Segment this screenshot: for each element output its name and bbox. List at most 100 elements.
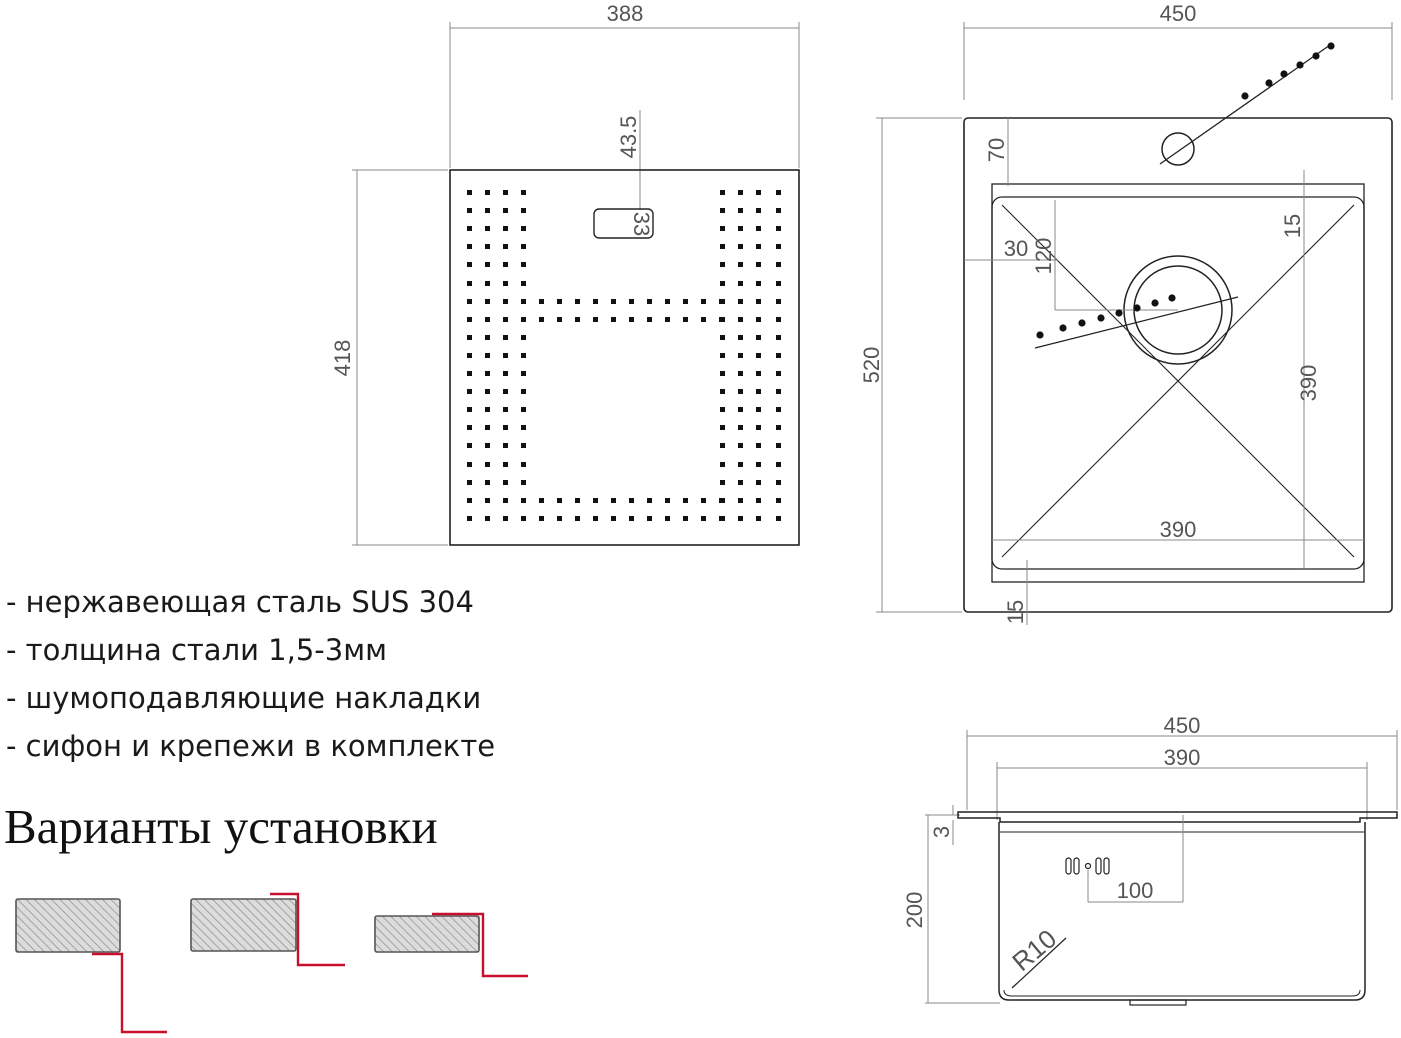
rack-hole — [485, 407, 490, 412]
rack-hole — [503, 425, 508, 430]
rack-hole — [521, 443, 526, 448]
rack-hole — [593, 498, 598, 503]
sink-section-view — [925, 730, 1398, 1006]
rack-hole — [503, 281, 508, 286]
rack-hole — [521, 353, 526, 358]
rack-hole — [738, 317, 743, 322]
rack-hole — [521, 480, 526, 485]
rack-hole — [503, 480, 508, 485]
rack-hole — [776, 299, 781, 304]
rack-hole — [467, 353, 472, 358]
rack-hole — [503, 299, 508, 304]
marker-dot — [1036, 331, 1044, 339]
marker-dot — [1059, 324, 1067, 332]
rack-hole — [521, 462, 526, 467]
rack-hole — [467, 226, 472, 231]
tap-hole — [1161, 132, 1195, 166]
rack-hole — [720, 462, 725, 467]
sink-top-view — [876, 22, 1393, 625]
rack-hole — [629, 516, 634, 521]
rack-hole — [719, 516, 724, 521]
rack-hole — [485, 281, 490, 286]
rack-hole — [738, 262, 743, 267]
rack-hole — [756, 407, 761, 412]
rack-hole — [575, 498, 580, 503]
rack-hole — [539, 299, 544, 304]
rack-hole — [738, 371, 743, 376]
rack-hole — [701, 317, 706, 322]
rack-hole — [776, 516, 781, 521]
marker-dot — [1280, 70, 1288, 78]
rack-hole — [467, 281, 472, 286]
rack-hole — [738, 244, 743, 249]
rack-hole — [557, 299, 562, 304]
rack-hole — [720, 425, 725, 430]
marker-dot — [1133, 304, 1141, 312]
rack-hole — [503, 389, 508, 394]
rack-hole — [738, 353, 743, 358]
marker-dot — [1078, 319, 1086, 327]
rack-hole — [485, 299, 490, 304]
rack-perforation — [467, 190, 781, 521]
variant-top-mount — [374, 912, 528, 978]
rack-hole — [683, 317, 688, 322]
sink-width-label: 450 — [1160, 1, 1197, 26]
marker-dot — [1296, 61, 1304, 69]
rack-hole — [467, 262, 472, 267]
rack-hole — [647, 299, 652, 304]
rack-hole — [485, 262, 490, 267]
sink-length-label: 520 — [859, 347, 884, 384]
rack-hole — [485, 335, 490, 340]
rack-hole — [776, 462, 781, 467]
rack-hole — [647, 317, 652, 322]
rack-hole — [521, 317, 526, 322]
rack-hole — [756, 443, 761, 448]
rack-hole — [756, 208, 761, 213]
rack-hole — [776, 480, 781, 485]
marker-dot — [1327, 42, 1335, 50]
rack-hole — [485, 462, 490, 467]
marker-dot — [1168, 294, 1176, 302]
rack-hole — [485, 190, 490, 195]
bowl-width-label: 390 — [1160, 517, 1197, 542]
rack-hole — [521, 262, 526, 267]
corner-radius-label: R10 — [1006, 923, 1062, 977]
rack-hole — [485, 317, 490, 322]
rack-hole — [521, 208, 526, 213]
rack-hole — [776, 335, 781, 340]
installation-title: Варианты установки — [4, 799, 438, 854]
rack-width-label: 388 — [607, 1, 644, 26]
rack-hole — [629, 299, 634, 304]
rim-thickness-label: 3 — [929, 826, 954, 838]
rack-hole — [701, 516, 706, 521]
rack-hole — [521, 244, 526, 249]
rack-hole — [738, 389, 743, 394]
rack-hole — [503, 498, 508, 503]
rack-hole — [557, 516, 562, 521]
rack-hole — [485, 389, 490, 394]
rack-hole — [756, 389, 761, 394]
rack-hole — [467, 462, 472, 467]
rack-hole — [720, 208, 725, 213]
rack-hole — [485, 516, 490, 521]
rack-hole — [467, 190, 472, 195]
variant-undermount — [15, 898, 167, 1034]
rack-hole — [503, 190, 508, 195]
rack-hole — [738, 190, 743, 195]
rack-hole — [738, 335, 743, 340]
tap-leader-line — [1159, 44, 1331, 165]
marker-dot — [1151, 299, 1159, 307]
section-rim-profile — [957, 811, 1398, 823]
rack-hole — [485, 480, 490, 485]
section-outer-width-label: 450 — [1164, 713, 1201, 738]
drain-marker-dots — [1036, 294, 1176, 339]
depth-label: 200 — [902, 892, 927, 929]
rack-hole — [521, 335, 526, 340]
rack-hole — [503, 516, 508, 521]
tap-marker-dots — [1241, 42, 1335, 100]
sink-bowl-inner — [991, 196, 1365, 570]
rack-hole — [521, 425, 526, 430]
rack-hole — [629, 498, 634, 503]
rack-hole — [467, 516, 472, 521]
rack-hole — [521, 516, 526, 521]
